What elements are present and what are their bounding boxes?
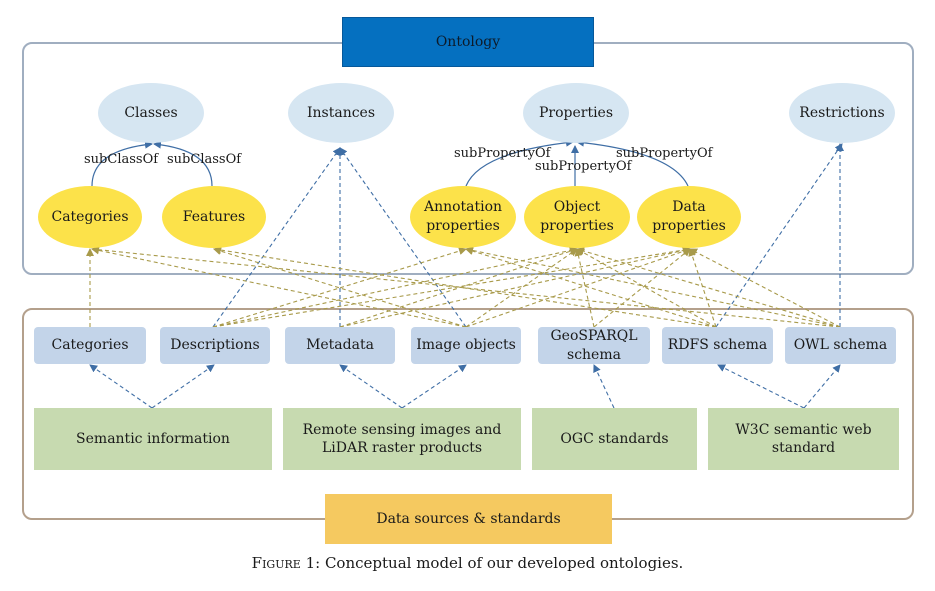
figure-caption-text: Conceptual model of our developed ontolo… xyxy=(324,554,684,572)
subclassof-label-right: subClassOf xyxy=(167,152,242,167)
source-item-descriptions: Descriptions xyxy=(160,327,270,364)
standard-ogc: OGC standards xyxy=(532,408,697,470)
subclass-node-categories: Categories xyxy=(38,186,142,248)
source-item-metadata: Metadata xyxy=(285,327,395,364)
figure-caption: Figure 1: Conceptual model of our develo… xyxy=(0,554,935,572)
subclass-edges xyxy=(91,138,689,187)
class-node-properties: Properties xyxy=(523,83,629,143)
source-item-rdfs-schema: RDFS schema xyxy=(662,327,773,364)
ontology-banner: Ontology xyxy=(342,17,594,67)
source-item-image-objects: Image objects xyxy=(411,327,521,364)
instance-edges xyxy=(89,143,844,409)
standard-semantic-information: Semantic information xyxy=(34,408,272,470)
source-item-owl-schema: OWL schema xyxy=(785,327,896,364)
subpropertyof-label-data: subPropertyOf xyxy=(616,146,713,161)
subpropertyof-label-annotation: subPropertyOf xyxy=(454,146,551,161)
subpropertyof-label-object: subPropertyOf xyxy=(535,159,632,174)
ontology-banner-label: Ontology xyxy=(435,34,501,50)
class-node-instances: Instances xyxy=(288,83,394,143)
subclassof-label-left: subClassOf xyxy=(84,152,159,167)
source-item-categories: Categories xyxy=(34,327,146,364)
data-sources-banner-label: Data sources & standards xyxy=(376,511,561,527)
class-node-restrictions: Restrictions xyxy=(789,83,895,143)
class-node-classes: Classes xyxy=(98,83,204,143)
subclass-node-features: Features xyxy=(162,186,266,248)
figure-caption-prefix: Figure 1: xyxy=(251,554,321,572)
data-sources-banner: Data sources & standards xyxy=(325,494,612,544)
property-edges xyxy=(86,245,841,328)
